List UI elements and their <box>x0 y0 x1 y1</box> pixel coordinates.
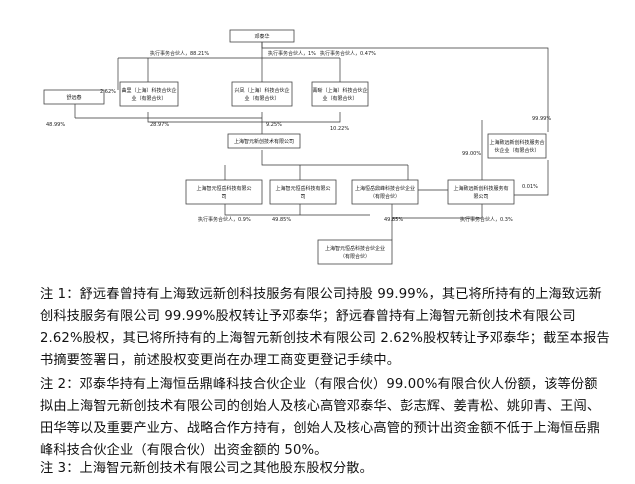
lp3-label-line2: 业（有限合伙） <box>322 95 357 102</box>
label-pct-4985a: 49.85% <box>272 217 291 223</box>
bottom-partnership-box: 上海智元恒岳科技合伙企业 （有限合伙） <box>317 239 393 265</box>
lp1-label-line2: 业（有限合伙） <box>131 95 166 102</box>
bottom-partnership-line2: （有限合伙） <box>340 253 370 260</box>
ownership-structure-diagram: 邓泰华 舒远春 曲里（上海）科技合伙企 业（有限合伙） 兴凤（上海）科技合伙企 … <box>43 29 551 265</box>
right-partnership-line2: 伙企业（有限合伙） <box>494 147 539 154</box>
note-3: 注 3：上海智元新创技术有限公司之其他股东股权分散。 <box>40 461 373 476</box>
left-entity-label: 舒远春 <box>66 94 81 101</box>
lp1-box: 曲里（上海）科技合伙企 业（有限合伙） <box>119 81 179 107</box>
zhiyuan-box: 上海智元新创技术有限公司 <box>227 133 301 149</box>
bottom-partnership-line1: 上海智元恒岳科技合伙企业 <box>325 245 385 252</box>
right-partnership-box: 上海致远新创科技服务合 伙企业（有限合伙） <box>487 133 547 159</box>
top-shareholder-label: 邓泰华 <box>254 33 269 40</box>
left-entity-box: 舒远春 <box>43 89 105 105</box>
label-gp-top: 执行事务合伙人，88.21% <box>150 50 209 57</box>
label-pct-4899: 48.99% <box>46 122 65 128</box>
lp3-box: 菁晰（上海）科技合伙企 业（有限合伙） <box>311 81 369 107</box>
label-gp-right: 执行事务合伙人，0.47% <box>320 50 376 57</box>
connector-lines <box>74 42 549 240</box>
lp1-label-line1: 曲里（上海）科技合伙企 <box>121 87 176 94</box>
label-pct-1022: 10.22% <box>330 126 349 132</box>
label-pct-925: 9.25% <box>266 122 282 128</box>
hengyue-box: 上海恒岳鼎峰科技合伙企业 （有限合伙） <box>351 179 419 205</box>
subsidiary1-box: 上海智元恒岳科技有限公 司 <box>185 179 263 205</box>
right-partnership-line1: 上海致远新创科技服务合 <box>489 139 544 146</box>
subsidiary2-line1: 上海智元恒岳科技有限公 <box>275 185 330 192</box>
hengyue-line2: （有限合伙） <box>370 193 400 200</box>
lp2-box: 兴凤（上海）科技合伙企 业（有限合伙） <box>231 81 293 107</box>
label-pct-9999: 99.99% <box>532 116 551 122</box>
lp2-label-line2: 业（有限合伙） <box>244 95 279 102</box>
zhiyuan-service-line1: 上海致远新创科技服务有 <box>453 185 508 192</box>
label-pct-4985b: 49.85% <box>384 217 403 223</box>
hengyue-line1: 上海恒岳鼎峰科技合伙企业 <box>355 185 415 192</box>
lp3-label-line1: 菁晰（上海）科技合伙企 <box>312 87 367 94</box>
label-pct-001: 0.01% <box>522 184 538 190</box>
lp2-label-line1: 兴凤（上海）科技合伙企 <box>234 87 289 94</box>
label-gp-sub1: 执行事务合伙人，0.9% <box>198 216 251 223</box>
label-gp-mid: 执行事务合伙人，1% <box>268 50 316 57</box>
subsidiary1-line1: 上海智元恒岳科技有限公 <box>196 185 251 192</box>
zhiyuan-service-line2: 限公司 <box>473 193 488 200</box>
zhiyuan-service-box: 上海致远新创科技服务有 限公司 <box>447 179 515 205</box>
subsidiary2-line2: 司 <box>300 194 305 200</box>
label-pct-9900: 99.00% <box>462 151 481 157</box>
note-2: 注 2：邓泰华持有上海恒岳鼎峰科技合伙企业（有限合伙）99.00%有限合伙人份额… <box>40 377 601 458</box>
zhiyuan-label: 上海智元新创技术有限公司 <box>234 138 294 145</box>
subsidiary1-line2: 司 <box>221 194 226 200</box>
top-shareholder-box: 邓泰华 <box>229 29 295 43</box>
label-gp-bottom: 执行事务合伙人，0.3% <box>460 216 513 223</box>
label-pct-262: 2.62% <box>100 89 116 95</box>
label-pct-2897: 28.97% <box>150 122 169 128</box>
subsidiary2-box: 上海智元恒岳科技有限公 司 <box>269 179 337 205</box>
note-1: 注 1：舒远春曾持有上海致远新创科技服务有限公司持股 99.99%，其已将所持有… <box>40 287 610 368</box>
